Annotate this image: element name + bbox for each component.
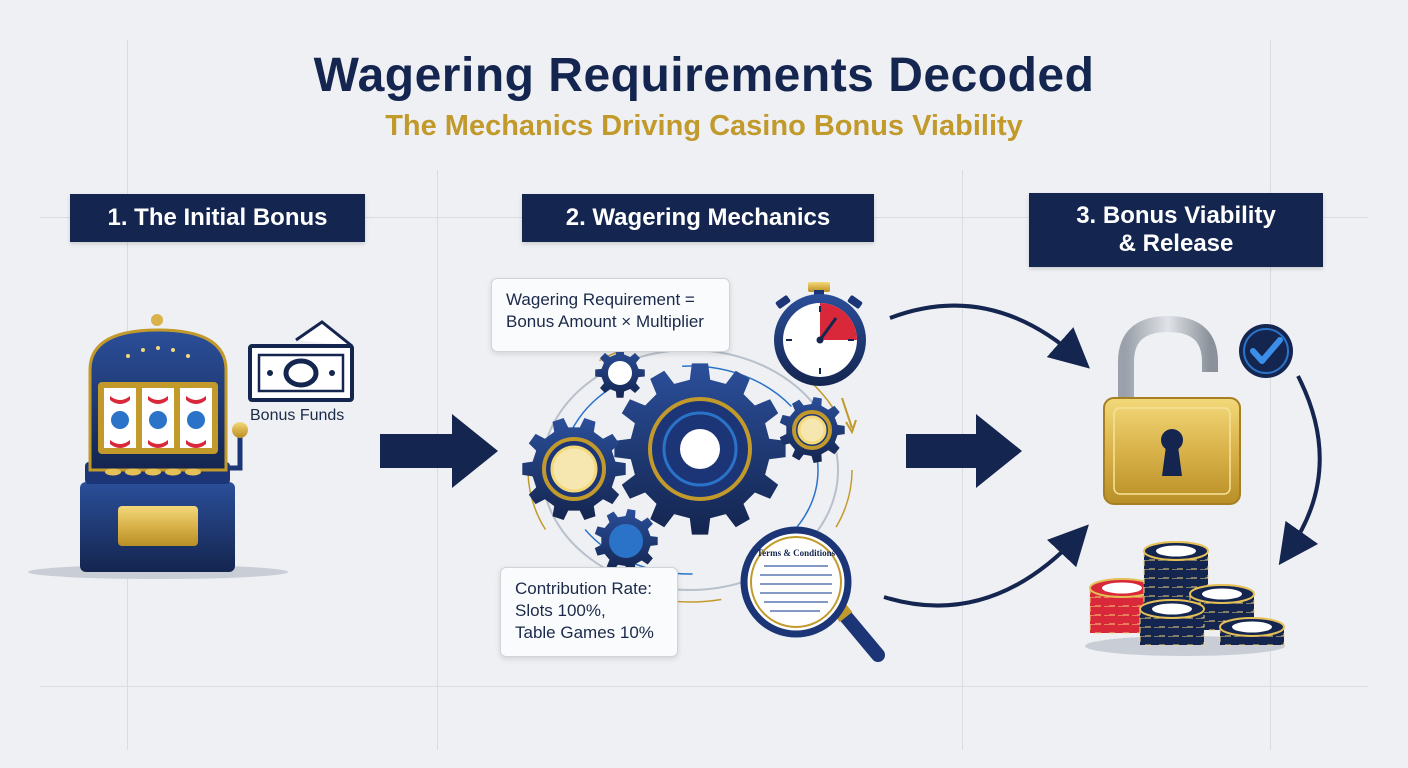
chip-edge	[1144, 569, 1208, 578]
section-label-text: 1. The Initial Bonus	[107, 204, 328, 232]
bonus-funds-label: Bonus Funds	[250, 407, 345, 424]
formula-card: Wagering Requirement = Bonus Amount × Mu…	[491, 278, 730, 352]
page-title: Wagering Requirements Decoded	[313, 49, 1095, 102]
chip-edge	[1144, 560, 1208, 569]
chip-edge	[1140, 618, 1204, 627]
page-subtitle: The Mechanics Driving Casino Bonus Viabi…	[385, 110, 1023, 142]
chip-edge	[1090, 624, 1154, 633]
formula-line-2: Bonus Amount × Multiplier	[506, 312, 704, 332]
padlock-icon	[1103, 315, 1241, 505]
gear-hub-center	[680, 429, 720, 469]
contribution-line-3: Table Games 10%	[515, 623, 654, 643]
magnifier-icon: Terms & Conditions	[740, 526, 885, 662]
section-label-wagering-mechanics: 2. Wagering Mechanics	[522, 194, 874, 242]
poker-chips-icon	[1085, 541, 1285, 656]
chip-edge	[1220, 636, 1284, 645]
slot-machine-icon	[28, 314, 288, 579]
gear-hub	[609, 524, 643, 558]
gears-icon	[522, 348, 845, 573]
chip-edge	[1190, 612, 1254, 621]
chip-edge	[1140, 627, 1204, 636]
cash-icon	[248, 320, 354, 402]
chip-center	[1156, 545, 1196, 557]
section-label-text-line2: & Release	[1118, 230, 1234, 257]
chip-edge	[1090, 606, 1154, 615]
chip-edge	[1090, 597, 1154, 606]
section-label-initial-bonus: 1. The Initial Bonus	[70, 194, 365, 242]
checkmark-icon	[1239, 324, 1293, 378]
contribution-line-2: Slots 100%,	[515, 601, 606, 621]
gear-hub-inner	[797, 415, 827, 445]
curved-arrow-bottom	[883, 524, 1089, 608]
arrow-right-icon	[380, 414, 498, 488]
section-label-text-line1: 3. Bonus Viability	[1076, 202, 1276, 230]
section-label-text: 2. Wagering Mechanics	[565, 204, 831, 232]
magnifier-text: Terms & Conditions	[757, 548, 836, 558]
formula-line-1: Wagering Requirement =	[506, 290, 695, 309]
contribution-line-1: Contribution Rate:	[515, 579, 653, 598]
arrow-right-icon	[906, 414, 1022, 488]
curved-arrow-top	[889, 303, 1090, 369]
grid-line-v4	[1270, 40, 1271, 750]
section-label-viability-release: 3. Bonus Viability & Release	[1029, 193, 1323, 267]
chip-edge	[1090, 615, 1154, 624]
curved-arrow-right	[1278, 375, 1322, 566]
gear-hub	[608, 361, 632, 385]
chip-edge	[1140, 636, 1204, 645]
grid-line-h2	[40, 686, 1368, 687]
chip-center	[1102, 582, 1142, 594]
chip-edge	[1144, 578, 1208, 587]
chip-edge	[1190, 603, 1254, 612]
gear-hub-inner	[550, 445, 598, 493]
chip-edge	[1144, 587, 1208, 596]
stopwatch-icon	[774, 282, 866, 386]
chip-center	[1202, 588, 1242, 600]
chip-center	[1152, 603, 1192, 615]
chip-center	[1232, 621, 1272, 633]
contribution-card: Contribution Rate: Slots 100%, Table Gam…	[500, 567, 678, 657]
